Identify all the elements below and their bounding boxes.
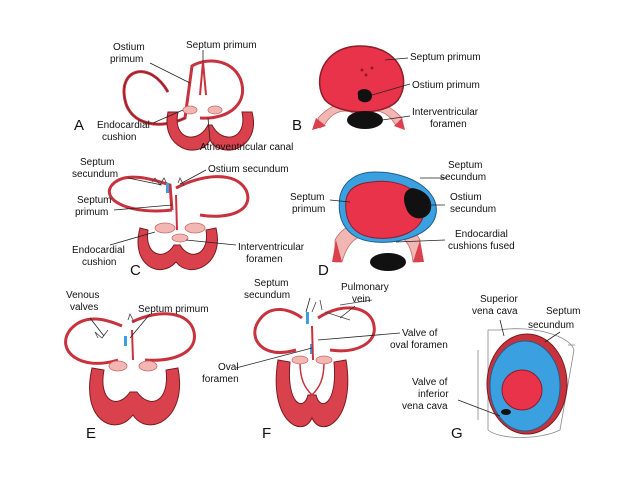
panel-letter-b: B — [292, 117, 302, 134]
panel-e: Venous valves Septum primum E — [64, 290, 209, 442]
label-b-interventricular: Interventricular — [412, 107, 479, 118]
panel-b: Septum primum Ostium primum Interventric… — [292, 45, 481, 134]
label-e-septum-primum: Septum primum — [138, 304, 209, 315]
label-g-vena-cava-2: vena cava — [402, 401, 448, 412]
panel-a-septum-primum — [199, 61, 207, 96]
label-d-septum-2: Septum — [290, 192, 324, 203]
panel-a: Ostium primum Septum primum Endocardial … — [74, 40, 293, 153]
label-c-foramen: foramen — [246, 254, 283, 265]
panel-c-endocardial-cushion-right — [184, 222, 206, 234]
label-f-pulmonary: Pulmonary — [341, 282, 389, 293]
label-e-venous: Venous — [66, 290, 99, 301]
panel-d: Septum secundum Septum primum Ostium sec… — [290, 160, 515, 279]
label-c-primum: primum — [75, 207, 108, 218]
panel-a-endocardial-cushion-right — [207, 105, 223, 115]
label-c-secundum: secundum — [72, 169, 118, 180]
panel-g-valve-oval-foramen — [501, 369, 543, 411]
label-b-foramen: foramen — [430, 119, 467, 130]
panel-letter-a: A — [74, 117, 84, 134]
panel-c: Septum secundum Ostium secundum Septum p… — [72, 157, 305, 279]
panel-c-septum-primum — [175, 194, 178, 231]
label-g-vena-cava: vena cava — [472, 306, 518, 317]
label-d-ostium: Ostium — [450, 192, 482, 203]
panel-a-atrial-wall — [122, 59, 245, 126]
label-d-cushions-fused: cushions fused — [448, 241, 515, 252]
panel-e-atrial-wall — [64, 312, 196, 365]
panel-f: Septum secundum Pulmonary vein Valve of … — [202, 278, 448, 442]
label-g-inferior: inferior — [418, 389, 449, 400]
label-d-secundum: secundum — [440, 172, 486, 183]
label-f-oval: Oval — [218, 362, 239, 373]
label-d-primum: primum — [292, 204, 325, 215]
label-f-valve-of: Valve of — [402, 328, 438, 339]
panel-e-ventricle — [89, 367, 181, 426]
panel-b-ostium-primum — [357, 89, 372, 103]
label-a-av-canal: Atrioventricular canal — [200, 142, 293, 153]
label-g-superior: Superior — [480, 294, 518, 305]
label-d-secundum-2: secundum — [450, 204, 496, 215]
label-g-secundum: secundum — [528, 320, 574, 331]
label-d-septum: Septum — [448, 160, 482, 171]
label-c-septum: Septum — [80, 157, 114, 168]
label-d-endocardial: Endocardial — [455, 229, 508, 240]
panel-letter-d: D — [318, 262, 329, 279]
label-g-valve-of: Valve of — [412, 377, 448, 388]
label-f-foramen: foramen — [202, 374, 239, 385]
label-c-cushion: cushion — [82, 257, 116, 268]
panel-c-endocardial-cushion-left — [154, 222, 176, 234]
panel-g: Superior vena cava Septum secundum Valve… — [402, 294, 580, 442]
label-e-valves: valves — [70, 302, 98, 313]
panel-letter-g: G — [451, 425, 463, 442]
panel-b-septum-primum — [318, 45, 405, 113]
panel-f-ventricle — [275, 359, 349, 428]
label-a-endocardial: Endocardial — [97, 120, 150, 131]
panel-a-endocardial-cushion-left — [182, 105, 198, 115]
label-b-septum-primum: Septum primum — [410, 52, 481, 63]
label-f-vein: vein — [352, 294, 370, 305]
panel-f-atrial-wall — [253, 306, 376, 354]
label-c-interventricular: Interventricular — [238, 242, 305, 253]
label-f-septum: Septum — [254, 278, 288, 289]
label-a-cushion: cushion — [102, 132, 136, 143]
panel-c-atrial-wall — [108, 175, 250, 218]
label-a-primum: primum — [110, 54, 143, 65]
panel-letter-f: F — [262, 425, 271, 442]
label-g-septum: Septum — [546, 306, 580, 317]
label-c-endocardial: Endocardial — [72, 245, 125, 256]
label-a-septum-primum: Septum primum — [186, 40, 257, 51]
panel-d-ostium-secundum — [404, 188, 432, 219]
panel-b-interventricular-foramen — [347, 111, 383, 129]
label-c-ostium-secundum: Ostium secundum — [208, 164, 289, 175]
panel-letter-e: E — [86, 425, 96, 442]
panel-letter-c: C — [130, 262, 141, 279]
label-b-ostium-primum: Ostium primum — [412, 80, 480, 91]
label-f-oval-foramen: oval foramen — [390, 340, 448, 351]
label-f-secundum: secundum — [244, 290, 290, 301]
label-a-ostium: Ostium — [113, 42, 145, 53]
panel-a-ventricle — [166, 111, 254, 151]
panel-c-ventricle — [137, 227, 218, 271]
label-c-septum-2: Septum — [77, 195, 111, 206]
